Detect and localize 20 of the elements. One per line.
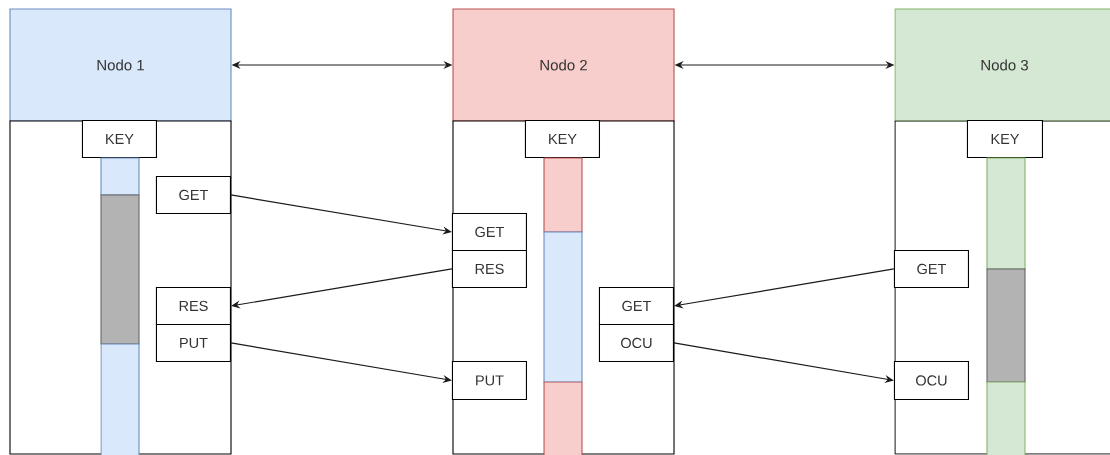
message-box: GET [451, 212, 527, 251]
message-box: PUT [155, 323, 231, 362]
key-box: KEY [81, 119, 157, 158]
node-header-box: Nodo 2 [452, 8, 675, 122]
message-box: RES [451, 249, 527, 288]
arrow [674, 268, 895, 309]
node-header-box: Nodo 3 [894, 8, 1110, 122]
message-box: RES [155, 286, 231, 325]
message-box: OCU [893, 360, 969, 400]
key-box: KEY [524, 119, 600, 158]
message-box: OCU [598, 323, 674, 362]
key-box: KEY [966, 119, 1043, 158]
arrow [230, 342, 452, 383]
message-box: GET [893, 249, 969, 288]
node-header-box: Nodo 1 [9, 8, 232, 122]
arrow [673, 342, 894, 383]
message-box: GET [155, 175, 231, 214]
message-box: GET [598, 286, 674, 325]
arrow [231, 268, 453, 309]
message-box: PUT [451, 360, 527, 400]
